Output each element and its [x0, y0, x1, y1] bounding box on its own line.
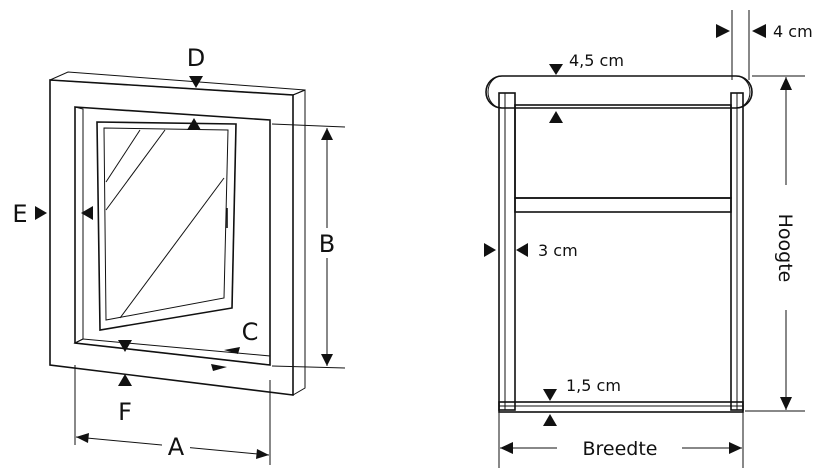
frame-depth-right [292, 89, 306, 396]
blind-bottom-rail [498, 401, 744, 413]
label-3cm: 3 cm [538, 241, 578, 260]
blind-diagram: 4 cm 4,5 cm 3 cm 1,5 cm Breedte Hoogte [484, 10, 813, 468]
roller-right-cap [735, 75, 751, 109]
frame-depth-top [49, 71, 306, 96]
dim-width-arrow-right [729, 442, 742, 454]
f-arrow [118, 374, 132, 386]
reveal-left [74, 106, 84, 344]
c-arrow-top [224, 347, 240, 354]
dim-b-label-bg [314, 228, 340, 258]
label-e: E [12, 200, 27, 228]
label-4cm: 4 cm [773, 22, 813, 41]
label-height: Hoogte [774, 214, 796, 283]
dim-a-arrow-right [256, 449, 269, 459]
blind-left-rail [498, 92, 516, 411]
dim-45cm-arrow-bottom [549, 111, 563, 123]
inner-bottom-arrow [118, 340, 132, 352]
glass-reflection-3 [119, 177, 225, 319]
label-d: D [187, 44, 205, 72]
dim-3cm-arrow-right [516, 243, 528, 257]
dim-a-arrow-left [76, 433, 89, 443]
window-diagram: B A D E F C [12, 44, 346, 465]
glass-reflection-1 [105, 129, 141, 183]
label-4-5cm: 4,5 cm [569, 51, 624, 70]
c-arrow-bottom [211, 364, 227, 371]
dim-15cm-arrow-top [543, 389, 557, 401]
dim-b-ext-top [271, 123, 346, 128]
dim-height-arrow-bottom [780, 397, 792, 410]
dim-4cm-arrow-right [752, 24, 766, 38]
inner-top-arrow [187, 118, 201, 130]
window-sash [96, 121, 237, 331]
window-outer-frame [49, 79, 294, 396]
dim-width-arrow-left [500, 442, 513, 454]
sash-edge [231, 123, 237, 309]
blind-fabric [514, 104, 732, 199]
glass-reflection-2 [105, 129, 166, 211]
dim-b-ext-bottom [271, 365, 346, 369]
label-1-5cm: 1,5 cm [566, 376, 621, 395]
window-glass [103, 127, 229, 321]
dim-b-arrow-bottom [321, 354, 333, 366]
e-arrow [35, 206, 47, 220]
dim-a-label-bg [162, 430, 190, 462]
label-f: F [118, 398, 132, 426]
reveal-bottom [73, 338, 271, 366]
dim-3cm-arrow-left [484, 243, 496, 257]
dim-height-arrow-top [780, 77, 792, 90]
roller-left-cap [487, 75, 503, 109]
dim-b-arrow-top [321, 128, 333, 140]
label-width: Breedte [582, 438, 657, 460]
inner-left-arrow [81, 206, 93, 220]
blind-roller-cassette [485, 75, 753, 109]
dim-45cm-arrow-top [549, 64, 563, 75]
dim-4cm-arrow-left [716, 24, 730, 38]
blind-bottom-bar [514, 197, 732, 213]
label-c: C [242, 318, 259, 346]
dim-15cm-arrow-bottom [543, 414, 557, 426]
d-arrow [189, 76, 203, 88]
label-a: A [168, 433, 185, 461]
label-b: B [319, 230, 335, 258]
